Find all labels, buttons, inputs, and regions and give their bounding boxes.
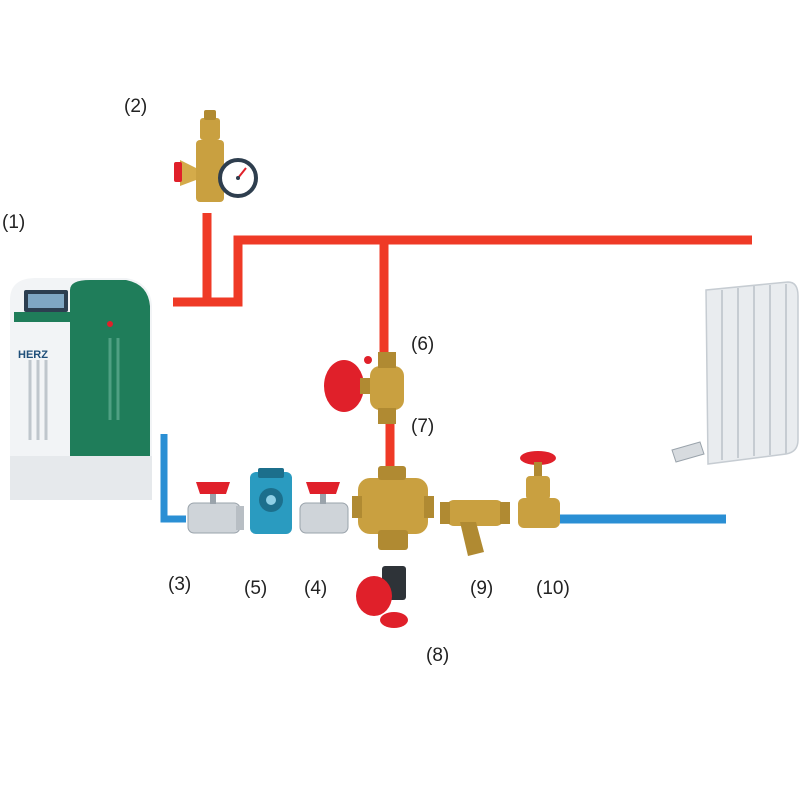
three-way-valve-body [358,478,428,534]
boiler-logo-dot [107,321,113,327]
balancing-valve-test-point [364,356,372,364]
air-vent-cap [204,110,216,120]
boiler-top-edge [14,312,72,322]
three-way-valve [352,466,434,550]
y-strainer-leg [460,522,484,556]
pump-head [258,468,284,478]
label-boiler: (1) [2,212,26,233]
ball-valve-3-nut [236,506,244,530]
ball-valve-3-stem [210,490,216,504]
radiator-thermo-valve [671,441,705,463]
thermostatic-head [356,566,408,628]
label-ball-valve-4: (4) [304,578,328,599]
gate-valve-body [518,498,560,528]
air-vent [200,118,220,140]
gate-valve-stem [534,462,542,478]
balancing-valve-port-top [378,352,396,368]
ball-valve-3-handle [196,482,230,494]
boiler: HERZ [10,278,152,500]
gauge-needle [237,167,247,179]
safety-valve [180,160,196,186]
return-pipes [160,434,726,524]
ball-valve-4 [299,482,349,534]
thermostatic-head-knob [380,612,408,628]
safety-manifold [196,140,224,202]
label-thermostatic-head: (8) [426,645,450,666]
safety-valve-cap [174,162,182,182]
label-balancing-valve: (6) [411,334,435,355]
pump-rotor-center [266,495,276,505]
ball-valve-4-handle [306,482,340,494]
boiler-display-screen [28,294,64,308]
balancing-valve-port-bottom [378,408,396,424]
radiator-body [705,281,799,465]
y-strainer-body [446,500,504,526]
three-way-valve-port-left [352,496,362,518]
label-gate-valve: (10) [536,578,570,599]
three-way-valve-port-top [378,466,406,480]
y-strainer-port-right [500,502,510,524]
label-strainer: (9) [470,578,494,599]
balancing-valve-handwheel [324,360,364,412]
radiator-fins [721,284,787,460]
balancing-valve [324,352,404,424]
three-way-valve-port-right [424,496,434,518]
three-way-valve-port-bottom [378,530,408,550]
balancing-valve-body [370,366,404,410]
boiler-vents [28,338,120,440]
label-connector: (7) [411,416,435,437]
gate-valve-handwheel [520,451,556,465]
radiator [671,281,799,465]
gauge-pivot [236,176,240,180]
supply-pipes [173,213,752,470]
supply-pipe-main [173,235,752,307]
thermostatic-head-cap [356,576,392,616]
gate-valve-bonnet [526,476,550,500]
ball-valve-3 [187,482,244,534]
safety-group [174,110,258,202]
return-pipe-boiler [160,434,186,523]
label-pump: (5) [244,578,268,599]
gate-valve [518,451,560,528]
ball-valve-3-body [187,502,241,534]
circulation-pump [250,468,292,534]
y-strainer [440,500,510,556]
boiler-brand: HERZ [18,349,48,361]
ball-valve-4-stem [320,490,326,504]
y-strainer-port-left [440,502,450,524]
boiler-base [10,456,152,500]
label-safety-group: (2) [124,96,148,117]
label-ball-valve-3: (3) [168,574,192,595]
ball-valve-4-body [299,502,349,534]
